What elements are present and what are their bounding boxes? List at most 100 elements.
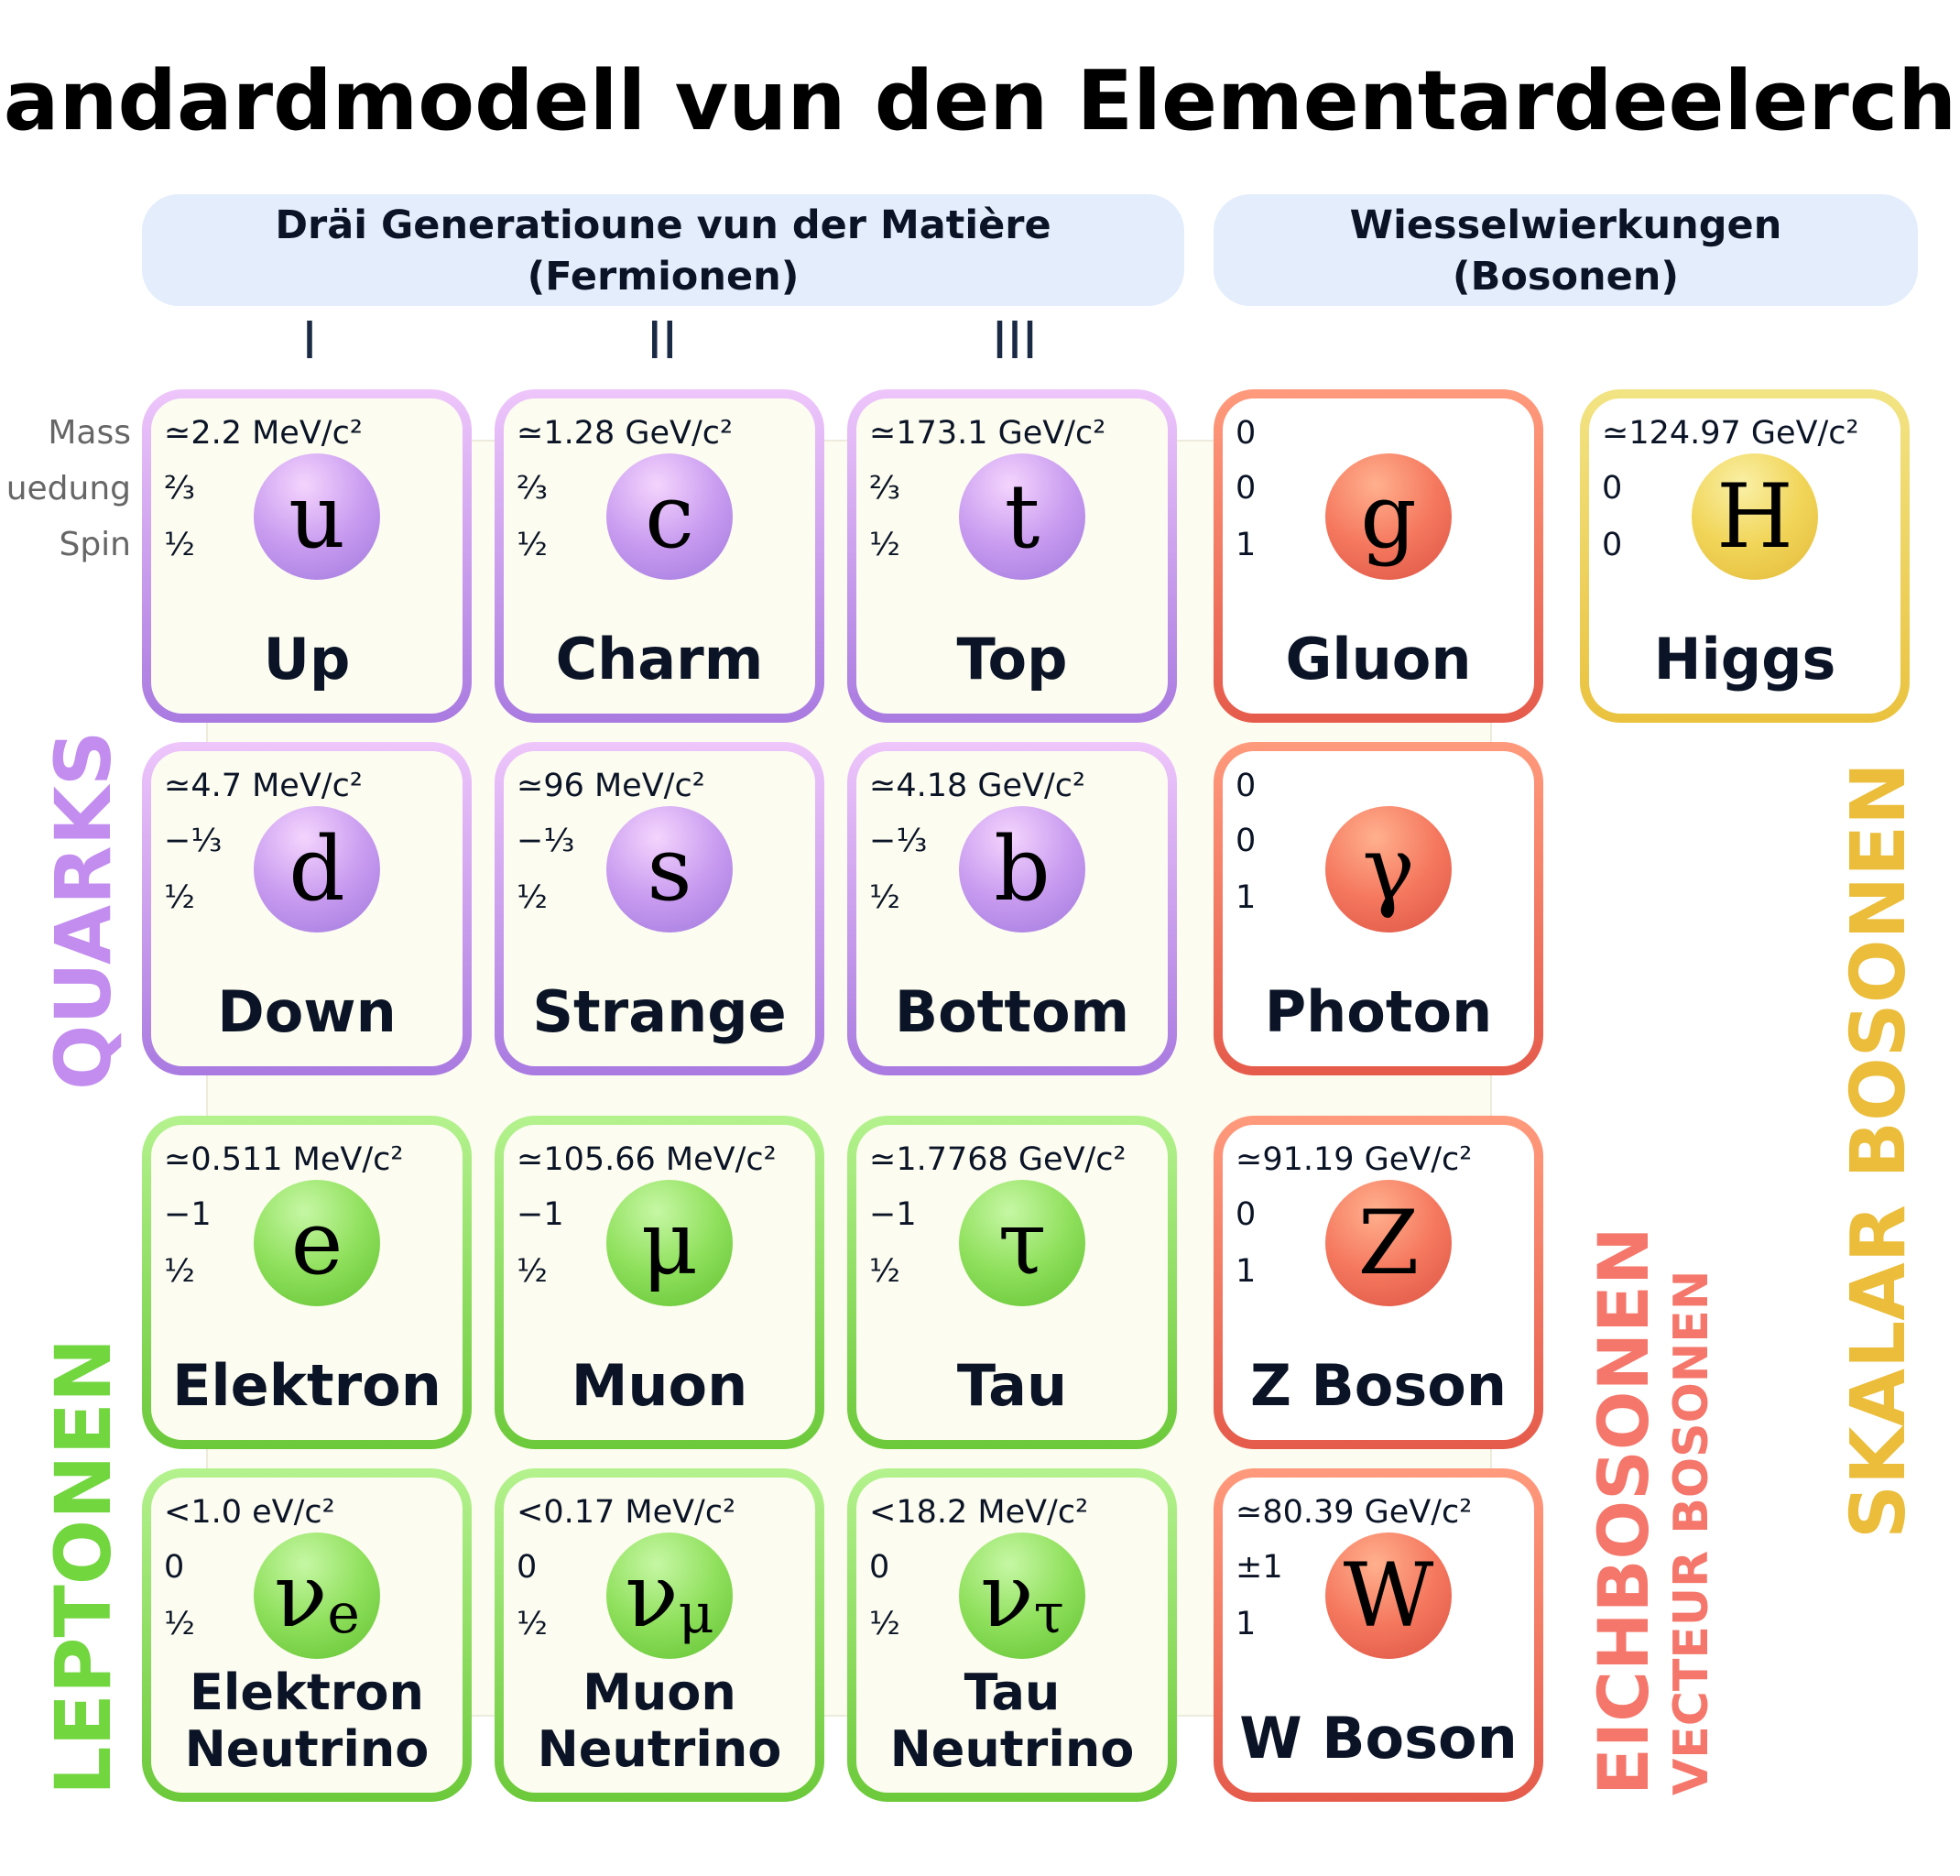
particle-name-line2: Neutrino bbox=[889, 1720, 1135, 1778]
spin-value: ½ bbox=[164, 879, 195, 916]
charge-value: −1 bbox=[164, 1196, 212, 1233]
generation-3-label: III bbox=[992, 311, 1038, 371]
particle-card-strange: ≃96 MeV/c² −⅓ ½ s Strange bbox=[495, 742, 824, 1075]
spin-label: Spin bbox=[59, 526, 131, 563]
mass-value: ≃105.66 MeV/c² bbox=[517, 1141, 777, 1178]
mass-value: ≃4.7 MeV/c² bbox=[164, 768, 363, 804]
particle-name: Charm bbox=[555, 626, 764, 693]
vector-bosons-group-label: VECTEUR BOSONEN bbox=[1664, 1270, 1719, 1795]
particle-name: Strange bbox=[532, 978, 787, 1045]
mass-value: ≃96 MeV/c² bbox=[517, 768, 705, 804]
mass-value: ≃2.2 MeV/c² bbox=[164, 415, 363, 452]
charge-value: −1 bbox=[517, 1196, 564, 1233]
particle-name: Up bbox=[263, 626, 351, 693]
charge-value: 0 bbox=[1602, 470, 1623, 507]
spin-value: ½ bbox=[869, 879, 900, 916]
particle-name: Bottom bbox=[894, 978, 1130, 1045]
particle-name: Down bbox=[217, 978, 397, 1045]
particle-card-top: ≃173.1 GeV/c² ⅔ ½ t Top bbox=[847, 389, 1177, 723]
charge-value: ⅔ bbox=[164, 470, 195, 507]
charge-value: 0 bbox=[1236, 823, 1257, 859]
particle-symbol: e bbox=[254, 1180, 380, 1306]
gauge-bosons-group-label: EICHBOSONEN bbox=[1583, 1227, 1664, 1795]
charge-value: 0 bbox=[164, 1549, 185, 1586]
spin-value: ½ bbox=[164, 1253, 195, 1290]
mass-value: <18.2 MeV/c² bbox=[869, 1494, 1089, 1531]
particle-card-charm: ≃1.28 GeV/c² ⅔ ½ c Charm bbox=[495, 389, 824, 723]
particle-name: Photon bbox=[1264, 978, 1493, 1045]
particle-name: Top bbox=[956, 626, 1068, 693]
leptons-group-label: LEPTONEN bbox=[38, 1337, 128, 1795]
charge-value: 0 bbox=[1236, 470, 1257, 507]
particle-card-electron: ≃0.511 MeV/c² −1 ½ e Elektron bbox=[142, 1116, 472, 1449]
particle-card-up: ≃2.2 MeV/c² ⅔ ½ u Up bbox=[142, 389, 472, 723]
charge-value: ⅔ bbox=[517, 470, 548, 507]
spin-value: 1 bbox=[1236, 1606, 1257, 1642]
charge-value: 0 bbox=[517, 1549, 538, 1586]
spin-value: ½ bbox=[517, 1606, 548, 1642]
symbol-main: ν bbox=[625, 1544, 679, 1647]
particle-symbol: u bbox=[254, 453, 380, 580]
particle-card-higgs: ≃124.97 GeV/c² 0 0 H Higgs bbox=[1580, 389, 1910, 723]
spin-value: ½ bbox=[164, 527, 195, 563]
particle-name: Tau bbox=[956, 1352, 1068, 1419]
generation-2-label: II bbox=[647, 311, 678, 371]
spin-value: ½ bbox=[164, 1606, 195, 1642]
particle-symbol: τ bbox=[959, 1180, 1085, 1306]
spin-value: ½ bbox=[869, 1606, 900, 1642]
particle-name: Elektron bbox=[172, 1352, 441, 1419]
mass-value: 0 bbox=[1236, 768, 1257, 804]
particle-card-w-boson: ≃80.39 GeV/c² ±1 1 W W Boson bbox=[1214, 1468, 1543, 1802]
mass-value: ≃0.511 MeV/c² bbox=[164, 1141, 404, 1178]
particle-name: Muon Neutrino bbox=[504, 1664, 815, 1778]
particle-card-gluon: 0 0 1 g Gluon bbox=[1214, 389, 1543, 723]
particle-card-z-boson: ≃91.19 GeV/c² 0 1 Z Z Boson bbox=[1214, 1116, 1543, 1449]
particle-symbol: g bbox=[1325, 453, 1452, 580]
mass-value: ≃173.1 GeV/c² bbox=[869, 415, 1106, 452]
generation-1-label: I bbox=[301, 311, 318, 371]
mass-value: <1.0 eV/c² bbox=[164, 1494, 335, 1531]
fermions-header: Dräi Generatioune vun der Matière (Fermi… bbox=[142, 194, 1184, 306]
particle-name-line1: Tau bbox=[964, 1663, 1061, 1721]
particle-name-line2: Neutrino bbox=[537, 1720, 782, 1778]
symbol-subscript: τ bbox=[1033, 1582, 1064, 1646]
charge-value: −⅓ bbox=[517, 823, 575, 859]
particle-symbol: Z bbox=[1325, 1180, 1452, 1306]
particle-symbol: t bbox=[959, 453, 1085, 580]
spin-value: 0 bbox=[1602, 527, 1623, 563]
mass-value: ≃80.39 GeV/c² bbox=[1236, 1494, 1473, 1531]
particle-symbol: c bbox=[606, 453, 733, 580]
particle-card-tau: ≃1.7768 GeV/c² −1 ½ τ Tau bbox=[847, 1116, 1177, 1449]
charge-value: ⅔ bbox=[869, 470, 900, 507]
charge-value: 0 bbox=[869, 1549, 890, 1586]
charge-value: −1 bbox=[869, 1196, 917, 1233]
fermions-header-line1: Dräi Generatioune vun der Matière bbox=[275, 202, 1051, 248]
charge-value: 0 bbox=[1236, 1196, 1257, 1233]
bosons-header-line2: (Bosonen) bbox=[1452, 254, 1680, 300]
mass-value: ≃4.18 GeV/c² bbox=[869, 768, 1086, 804]
particle-name: W Boson bbox=[1239, 1705, 1518, 1772]
particle-card-bottom: ≃4.18 GeV/c² −⅓ ½ b Bottom bbox=[847, 742, 1177, 1075]
particle-name: Higgs bbox=[1653, 626, 1836, 693]
spin-value: 1 bbox=[1236, 1253, 1257, 1290]
spin-value: ½ bbox=[869, 527, 900, 563]
particle-name: Gluon bbox=[1285, 626, 1472, 693]
particle-card-muon: ≃105.66 MeV/c² −1 ½ μ Muon bbox=[495, 1116, 824, 1449]
particle-symbol: d bbox=[254, 806, 380, 933]
charge-label: uedung bbox=[5, 470, 131, 507]
particle-symbol: H bbox=[1692, 453, 1818, 580]
mass-value: ≃1.7768 GeV/c² bbox=[869, 1141, 1127, 1178]
mass-label: Mass bbox=[48, 414, 131, 452]
charge-value: −⅓ bbox=[869, 823, 928, 859]
mass-value: ≃124.97 GeV/c² bbox=[1602, 415, 1859, 452]
symbol-main: ν bbox=[274, 1544, 328, 1647]
scalar-bosons-group-label: SKALAR BOSONEN bbox=[1835, 762, 1922, 1539]
charge-value: −⅓ bbox=[164, 823, 223, 859]
mass-value: <0.17 MeV/c² bbox=[517, 1494, 736, 1531]
spin-value: 1 bbox=[1236, 879, 1257, 916]
particle-name: Elektron Neutrino bbox=[151, 1664, 463, 1778]
page-title: andardmodell vun den Elementardeelerch bbox=[3, 53, 1957, 149]
